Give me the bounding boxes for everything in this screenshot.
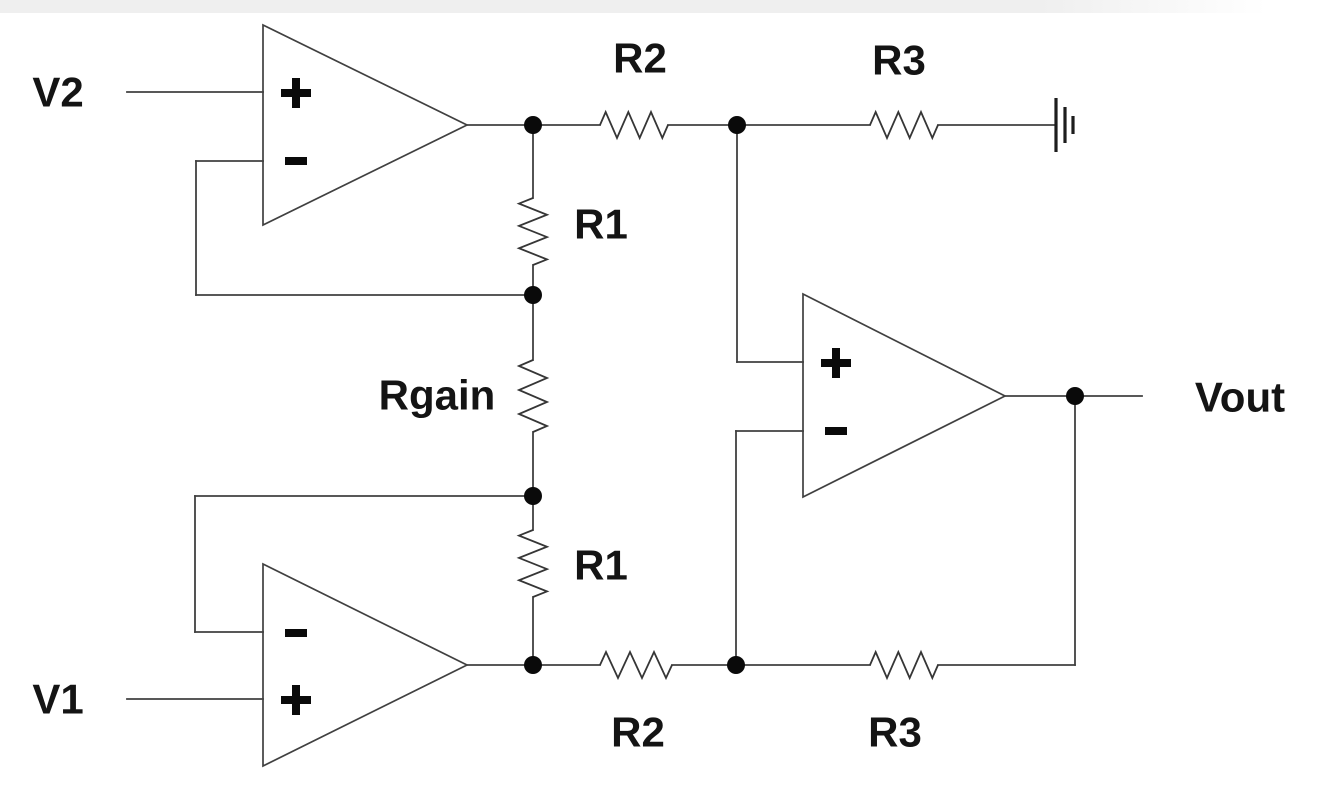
junction-bottom-mid <box>727 656 745 674</box>
opamp-right-plus-sign <box>821 348 851 378</box>
resistor-r3-bottom <box>869 649 939 681</box>
label-r3-top: R3 <box>872 37 926 84</box>
resistor-r2-top <box>599 109 669 141</box>
opamp-bottom-left-minus-sign <box>285 629 307 637</box>
label-rgain: Rgain <box>379 372 496 419</box>
label-v1: V1 <box>32 676 83 723</box>
junction-op2-out <box>524 656 542 674</box>
junction-vout <box>1066 387 1084 405</box>
opamp-right-minus-sign <box>825 427 847 435</box>
junction-op1-out <box>524 116 542 134</box>
label-r3-bottom: R3 <box>868 709 922 756</box>
top-gradient-band <box>0 0 1334 13</box>
resistor-rgain <box>516 359 550 433</box>
junction-rgain-r1b <box>524 487 542 505</box>
resistor-r2-bottom <box>599 649 673 681</box>
opamp-bottom-left <box>262 562 469 768</box>
junction-top-mid <box>728 116 746 134</box>
resistor-r1-top <box>516 197 550 266</box>
label-r1-bottom: R1 <box>574 542 628 589</box>
label-r2-top: R2 <box>613 35 667 82</box>
label-r2-bottom: R2 <box>611 709 665 756</box>
opamp-top-left-plus-sign <box>281 78 311 108</box>
opamp-right <box>802 292 1007 499</box>
opamp-top-left-minus-sign <box>285 157 307 165</box>
opamp-bottom-left-plus-sign <box>281 685 311 715</box>
resistor-r1-bottom <box>516 529 550 598</box>
label-v2: V2 <box>32 69 83 116</box>
label-vout: Vout <box>1195 374 1285 421</box>
junction-r1t-rgain <box>524 286 542 304</box>
label-r1-top: R1 <box>574 201 628 248</box>
opamp-top-left <box>262 23 469 227</box>
resistor-r3-top <box>869 109 939 141</box>
